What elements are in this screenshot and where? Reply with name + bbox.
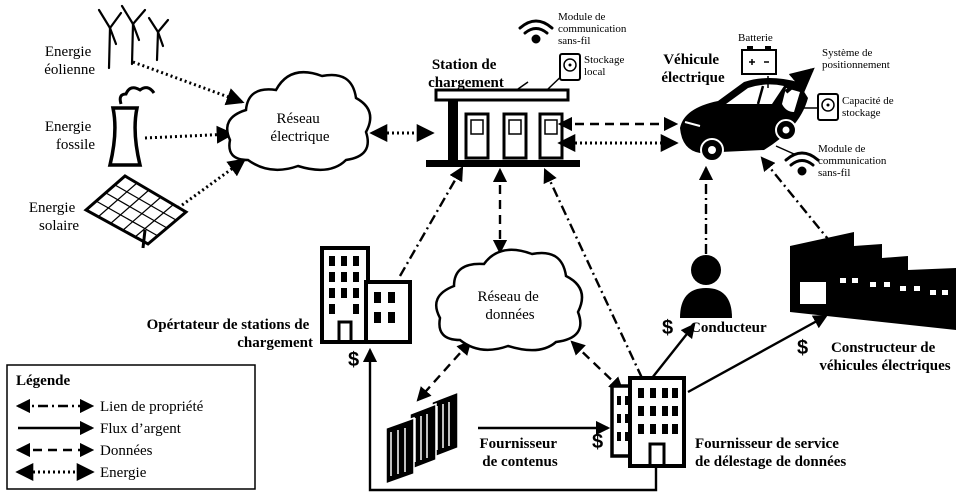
fossil-label: Energie fossile: [45, 119, 95, 153]
wind-label-line2: éolienne: [44, 62, 95, 78]
station-comm-line2: communication: [558, 23, 627, 35]
vehicle-label-line1: Véhicule: [663, 52, 719, 68]
gps-label-line2: positionnement: [822, 59, 890, 71]
servers-icon: [385, 390, 459, 486]
car-icon: [680, 78, 808, 162]
content-provider-label: Fournisseur de contenus: [480, 436, 561, 470]
edge-manufacturer-vehicle: [760, 156, 833, 245]
station-wifi-icon: [518, 19, 554, 44]
vehicle-wifi-connector: [775, 145, 795, 155]
battery-icon: [741, 46, 777, 88]
legend-energy-label: Energie: [100, 465, 147, 481]
edge-offload-driver: [651, 323, 696, 379]
grid-cloud-icon: [226, 71, 372, 172]
solar-panel-icon: [83, 174, 189, 249]
legend-title: Légende: [16, 373, 71, 389]
operator-label: Opértateur de stations de chargement: [147, 317, 313, 351]
content-provider-label-line2: de contenus: [482, 454, 558, 470]
offload-provider-label: Fournisseur de service de délestage de d…: [695, 436, 846, 470]
wind-label: Energie éolienne: [44, 44, 95, 78]
fossil-label-line1: Energie: [45, 119, 92, 135]
content-money-symbol: $: [592, 431, 603, 453]
data-network-cloud-icon: [435, 248, 584, 352]
power-plant-icon: [107, 86, 156, 167]
vehicle-label-line2: électrique: [661, 70, 725, 86]
station-storage-line2: local: [584, 66, 605, 78]
data-network-label-line1: Réseau de: [478, 289, 540, 305]
driver-person-icon: [680, 255, 732, 318]
battery-label: Batterie: [738, 32, 773, 44]
vehicle-label: Véhicule électrique: [661, 52, 725, 86]
station-storage-icon: [559, 53, 581, 81]
grid-label: Réseau électrique: [270, 111, 329, 145]
edges: [132, 60, 833, 492]
offload-provider-label-line2: de délestage de données: [695, 454, 846, 470]
station-label: Station de chargement: [428, 57, 504, 91]
edge-datanet-content: [416, 340, 472, 402]
station-storage-line1: Stockage: [584, 54, 624, 66]
station-label-line2: chargement: [428, 75, 504, 91]
legend-ownership-label: Lien de propriété: [100, 399, 204, 415]
operator-money-symbol: $: [348, 349, 359, 371]
vehicle-comm-line1: Module de: [818, 143, 865, 155]
edge-datanet-offload: [570, 340, 624, 392]
station-comm-line1: Module de: [558, 11, 605, 23]
gps-label: Système de positionnement: [822, 47, 890, 71]
data-network-label: Réseau de données: [478, 289, 543, 323]
offload-building-icon: [610, 376, 686, 468]
manufacturer-label-line2: véhicules électriques: [819, 358, 950, 374]
vehicle-storage-icon: [800, 93, 839, 121]
vehicle-comm-line3: sans-fil: [818, 167, 850, 179]
wind-turbines-icon: [97, 4, 170, 70]
solar-label-line1: Energie: [29, 200, 76, 216]
manufacturer-money-symbol: $: [797, 337, 808, 359]
capacity-label-line1: Capacité de: [842, 95, 894, 107]
gps-label-line1: Système de: [822, 47, 873, 59]
legend: Légende Lien de propriété Flux d’argent …: [6, 364, 256, 490]
edge-operator-station: [398, 166, 464, 277]
vehicle-comm-line2: communication: [818, 155, 887, 167]
content-provider-label-line1: Fournisseur: [480, 436, 558, 452]
edge-offload-manufacturer: [687, 314, 828, 394]
legend-money-label: Flux d’argent: [100, 421, 182, 437]
gps-arrow: [784, 67, 815, 94]
station-label-line1: Station de: [432, 57, 497, 73]
operator-label-line1: Opértateur de stations de: [147, 317, 310, 333]
wind-label-line1: Energie: [45, 44, 92, 60]
manufacturer-label: Constructeur de véhicules électriques: [819, 340, 950, 374]
station-comm-line3: sans-fil: [558, 35, 590, 47]
edge-offload-operator: [362, 347, 658, 492]
grid-label-line1: Réseau: [276, 111, 320, 127]
legend-data-label: Données: [100, 443, 153, 459]
data-network-label-line2: données: [485, 307, 534, 323]
vehicle-wifi-icon: [784, 151, 820, 176]
driver-money-symbol: $: [662, 317, 673, 339]
edge-offload-station: [543, 168, 644, 379]
station-comm-label: Module de communication sans-fil: [558, 11, 629, 47]
solar-label: Energie solaire: [29, 200, 79, 234]
edge-solar-grid: [177, 158, 247, 210]
capacity-label-line2: stockage: [842, 107, 881, 119]
grid-label-line2: électrique: [270, 129, 329, 145]
vehicle-comm-label: Module de communication sans-fil: [818, 143, 889, 179]
operator-label-line2: chargement: [237, 335, 313, 351]
solar-label-line2: solaire: [39, 218, 79, 234]
offload-provider-label-line1: Fournisseur de service: [695, 436, 839, 452]
capacity-label: Capacité de stockage: [842, 95, 896, 119]
station-storage-label: Stockage local: [584, 54, 627, 78]
charging-station-icon: [426, 67, 580, 167]
manufacturer-label-line1: Constructeur de: [831, 340, 936, 356]
edge-wind-grid: [132, 60, 245, 106]
factory-icon: [790, 232, 956, 330]
fossil-label-line2: fossile: [56, 137, 96, 153]
edge-fossil-grid: [144, 125, 235, 144]
operator-building-icon: [320, 246, 412, 344]
driver-label: Conducteur: [690, 320, 767, 336]
